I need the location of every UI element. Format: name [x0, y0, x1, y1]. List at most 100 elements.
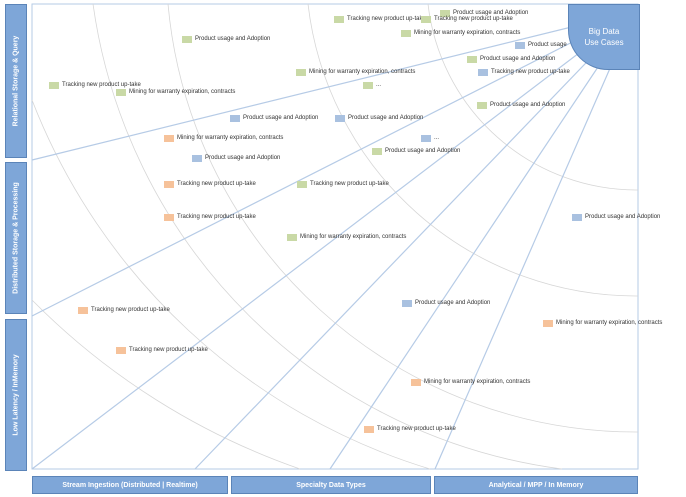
use-case-label: Tracking new product up-take — [491, 69, 570, 75]
use-case-label: Product usage and Adoption — [480, 56, 556, 62]
use-case-label: Product usage and Adoption — [490, 102, 566, 108]
use-case-item: Product usage — [515, 41, 567, 49]
side-tab-label: Distributed Storage & Processing — [12, 182, 20, 294]
use-case-label: Mining for warranty expiration, contract… — [309, 69, 416, 75]
use-case-item: ... — [421, 134, 439, 142]
use-case-swatch — [543, 319, 553, 327]
radial-line-4 — [194, 39, 609, 470]
use-case-item: Tracking new product up-take — [49, 81, 141, 89]
use-case-item: Tracking new product up-take — [78, 306, 170, 314]
use-case-label: Product usage and Adoption — [453, 10, 529, 16]
use-case-swatch — [164, 180, 174, 188]
use-case-swatch — [335, 114, 345, 122]
use-case-swatch — [411, 378, 421, 386]
side-tab-label: Low Latency / InMemory — [12, 354, 20, 436]
side-tab-relational: Relational Storage & Query — [5, 4, 27, 158]
use-case-label: Tracking new product up-take — [62, 82, 141, 88]
side-tab-low-latency: Low Latency / InMemory — [5, 319, 27, 471]
use-case-item: Tracking new product up-take — [364, 425, 456, 433]
use-case-item: Product usage and Adoption — [335, 114, 423, 122]
use-case-label: Product usage and Adoption — [348, 115, 424, 121]
use-case-label: Mining for warranty expiration, contract… — [177, 135, 284, 141]
use-case-label: Tracking new product up-take — [177, 181, 256, 187]
use-case-label: Mining for warranty expiration, contract… — [129, 89, 236, 95]
use-case-item: Mining for warranty expiration, contract… — [164, 134, 283, 142]
arc-6 — [31, 299, 301, 470]
arc-4 — [92, 3, 563, 470]
use-case-label: Tracking new product up-take — [434, 16, 513, 22]
radial-line-6 — [434, 49, 619, 470]
use-case-swatch — [116, 88, 126, 96]
use-case-item: Tracking new product up-take — [164, 180, 256, 188]
use-case-swatch — [372, 147, 382, 155]
use-case-swatch — [402, 299, 412, 307]
use-case-item: Product usage and Adoption — [467, 55, 555, 63]
use-case-swatch — [478, 68, 488, 76]
use-case-item: Mining for warranty expiration, contract… — [401, 29, 520, 37]
use-case-label: Product usage and Adoption — [195, 36, 271, 42]
use-case-item: Product usage and Adoption — [372, 147, 460, 155]
use-case-swatch — [515, 41, 525, 49]
use-case-swatch — [440, 9, 450, 17]
use-case-item: Product usage and Adoption — [192, 154, 280, 162]
arc-1 — [427, 3, 639, 191]
arc-2 — [307, 3, 639, 297]
use-case-label: ... — [376, 82, 382, 88]
use-case-item: Mining for warranty expiration, contract… — [287, 233, 406, 241]
use-case-swatch — [334, 15, 344, 23]
side-tab-distributed: Distributed Storage & Processing — [5, 162, 27, 314]
corner-title-line2: Use Cases — [584, 38, 624, 47]
use-case-label: Product usage and Adoption — [243, 115, 319, 121]
use-case-item: Tracking new product up-take — [478, 68, 570, 76]
use-case-swatch — [49, 81, 59, 89]
use-case-item: Tracking new product up-take — [116, 346, 208, 354]
radial-line-5 — [329, 45, 613, 470]
use-case-item: Tracking new product up-take — [421, 15, 513, 23]
use-case-swatch — [164, 213, 174, 221]
use-case-item: Product usage and Adoption — [440, 9, 528, 17]
plot-frame — [31, 3, 639, 470]
use-case-swatch — [287, 233, 297, 241]
use-case-swatch — [192, 154, 202, 162]
use-case-item: Mining for warranty expiration, contract… — [543, 319, 662, 327]
use-case-item: Mining for warranty expiration, contract… — [411, 378, 530, 386]
use-case-label: Product usage and Adoption — [385, 148, 461, 154]
use-case-item: Mining for warranty expiration, contract… — [116, 88, 235, 96]
use-case-label: Mining for warranty expiration, contract… — [556, 320, 663, 326]
use-case-item: ... — [363, 81, 381, 89]
use-case-item: Product usage and Adoption — [572, 213, 660, 221]
use-case-swatch — [467, 55, 477, 63]
bottom-tab-analytical: Analytical / MPP / In Memory — [434, 476, 638, 494]
use-case-label: Tracking new product up-take — [177, 214, 256, 220]
use-case-label: Tracking new product up-take — [347, 16, 426, 22]
radial-line-1 — [31, 19, 601, 161]
use-case-swatch — [116, 346, 126, 354]
use-case-swatch — [230, 114, 240, 122]
use-case-item: Product usage and Adoption — [230, 114, 318, 122]
big-data-use-cases-corner: Big Data Use Cases — [568, 4, 640, 70]
use-case-swatch — [296, 68, 306, 76]
use-case-label: ... — [434, 135, 440, 141]
bottom-tab-specialty-data: Specialty Data Types — [231, 476, 431, 494]
use-case-swatch — [421, 15, 431, 23]
use-case-item: Product usage and Adoption — [182, 35, 270, 43]
use-case-item: Tracking new product up-take — [334, 15, 426, 23]
radial-line-3 — [31, 33, 605, 470]
use-case-swatch — [182, 35, 192, 43]
use-case-swatch — [164, 134, 174, 142]
use-case-item: Tracking new product up-take — [164, 213, 256, 221]
corner-title-line1: Big Data — [588, 27, 620, 36]
use-case-label: Product usage and Adoption — [585, 214, 661, 220]
use-case-swatch — [421, 134, 431, 142]
use-case-swatch — [363, 81, 373, 89]
use-case-item: Product usage and Adoption — [402, 299, 490, 307]
use-case-item: Tracking new product up-take — [297, 180, 389, 188]
use-case-swatch — [477, 101, 487, 109]
use-case-label: Tracking new product up-take — [129, 347, 208, 353]
arc-5 — [31, 99, 431, 470]
use-case-swatch — [297, 180, 307, 188]
use-case-swatch — [364, 425, 374, 433]
radial-line-2 — [31, 27, 601, 317]
